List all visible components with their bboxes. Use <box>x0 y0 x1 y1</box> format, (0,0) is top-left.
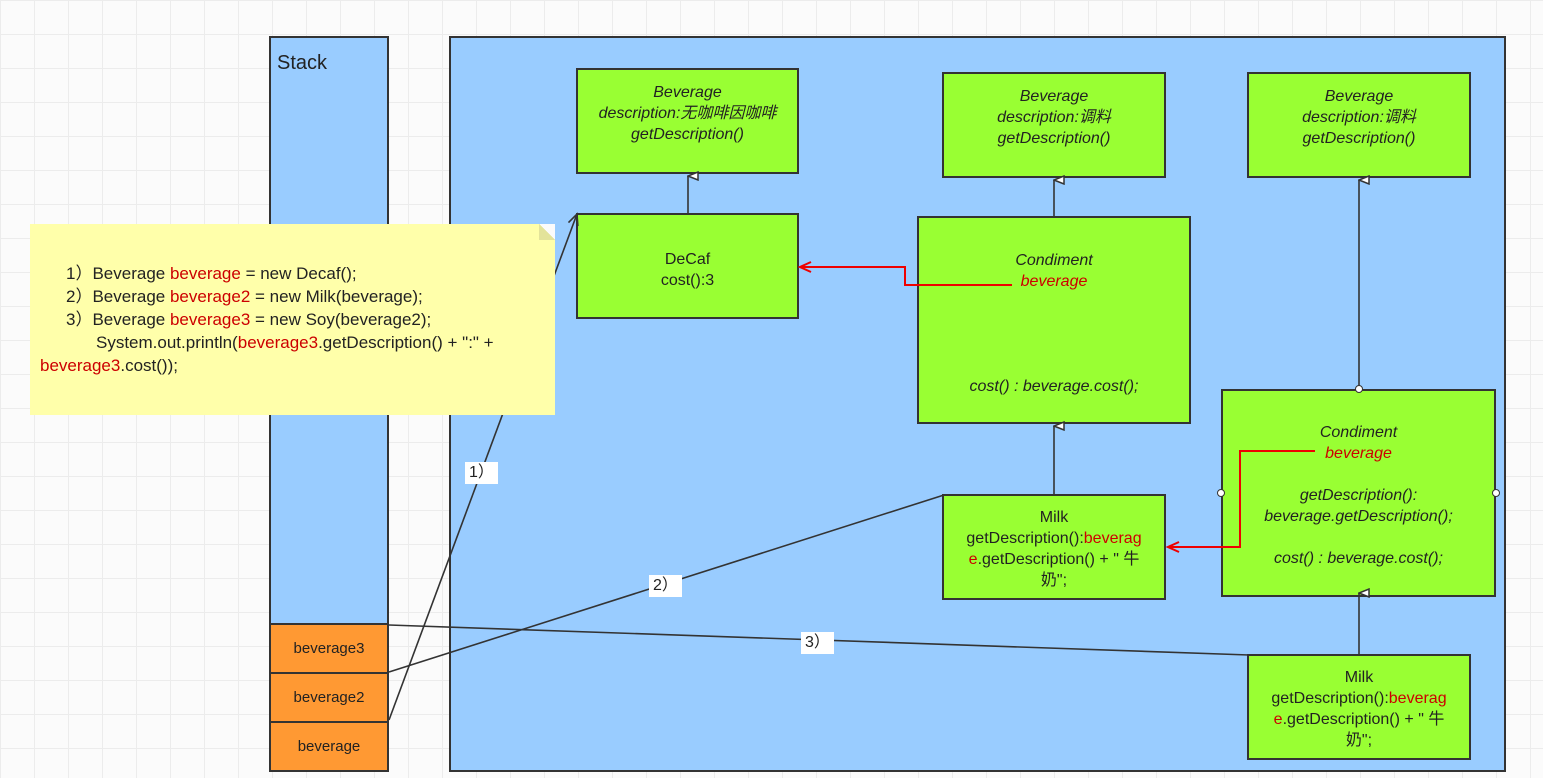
decaf-cost: cost():3 <box>660 272 715 289</box>
milk-getdesc-line2: e.getDescription() + " 牛 <box>1273 711 1445 728</box>
condiment-cost: cost() : beverage.cost(); <box>1274 550 1443 567</box>
class-description: description:调料 <box>997 109 1111 126</box>
ref-condiment1-to-decaf <box>800 267 1012 286</box>
milk-title: Milk <box>1344 669 1374 686</box>
edge-label-3: 3） <box>801 632 834 654</box>
beverage-class-condiment1-parent: Beverage description:调料 getDescription() <box>942 72 1166 178</box>
condiment-cost: cost() : beverage.cost(); <box>969 378 1139 395</box>
decaf-object: DeCaf cost():3 <box>576 213 799 319</box>
edge-label-1: 1） <box>465 462 498 484</box>
class-method: getDescription() <box>997 130 1111 147</box>
ref-condiment2-to-milk1 <box>1168 450 1315 547</box>
decaf-title: DeCaf <box>664 251 711 268</box>
class-description: description:调料 <box>1302 109 1416 126</box>
beverage-class-decaf-parent: Beverage description:无咖啡因咖啡 getDescripti… <box>576 68 799 174</box>
note-corner-fold <box>539 224 555 240</box>
beverage-class-condiment2-parent: Beverage description:调料 getDescription() <box>1247 72 1471 178</box>
code-line-1: 1）Beverage beverage = new Decaf(); <box>66 264 357 283</box>
stack-var-beverage2: beverage2 <box>269 672 389 723</box>
condiment-getdesc-body: beverage.getDescription(); <box>1264 508 1453 525</box>
milk-object-2: Milk getDescription():beverag e.getDescr… <box>1247 654 1471 760</box>
class-description: description:无咖啡因咖啡 <box>598 105 777 122</box>
condiment-object-1: Condiment beverage cost() : beverage.cos… <box>917 216 1191 424</box>
code-note: 1）Beverage beverage = new Decaf(); 2）Bev… <box>30 224 555 415</box>
code-line-5: beverage3.cost()); <box>40 356 178 375</box>
class-title: Beverage <box>1019 88 1089 105</box>
edge-label-2: 2） <box>649 575 682 597</box>
stack-var-beverage: beverage <box>269 721 389 772</box>
class-title: Beverage <box>1324 88 1394 105</box>
class-method: getDescription() <box>631 126 744 143</box>
class-method: getDescription() <box>1302 130 1416 147</box>
condiment-title: Condiment <box>1015 252 1093 269</box>
code-line-4: System.out.println(beverage3.getDescript… <box>96 333 494 352</box>
port-point <box>1217 489 1225 497</box>
milk-getdesc-line2: e.getDescription() + " 牛 <box>968 551 1140 568</box>
condiment-field: beverage <box>1325 445 1392 462</box>
port-point <box>1355 385 1363 393</box>
condiment-getdesc: getDescription(): <box>1299 487 1418 504</box>
milk-getdesc-line1: getDescription():beverag <box>966 530 1142 547</box>
port-point <box>1492 489 1500 497</box>
milk-getdesc-line3: 奶"; <box>1345 732 1373 749</box>
milk-getdesc-line1: getDescription():beverag <box>1271 690 1447 707</box>
condiment-object-2: Condiment beverage getDescription(): bev… <box>1221 389 1496 597</box>
condiment-field: beverage <box>1020 273 1088 290</box>
milk-getdesc-line3: 奶"; <box>1040 572 1068 589</box>
stack-title: Stack <box>277 52 328 74</box>
condiment-title: Condiment <box>1319 424 1398 441</box>
milk-title: Milk <box>1039 509 1069 526</box>
class-title: Beverage <box>653 84 722 101</box>
code-line-3: 3）Beverage beverage3 = new Soy(beverage2… <box>66 310 432 329</box>
milk-object-1: Milk getDescription():beverag e.getDescr… <box>942 494 1166 600</box>
code-line-2: 2）Beverage beverage2 = new Milk(beverage… <box>66 287 423 306</box>
